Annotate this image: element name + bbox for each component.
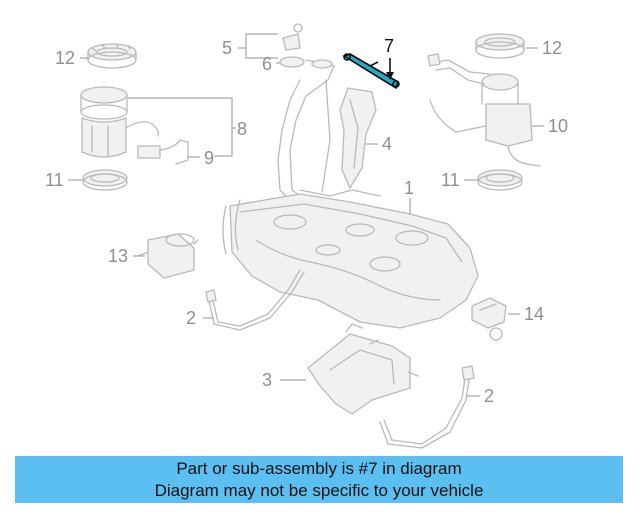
part-8-pump-module-left — [80, 86, 189, 165]
part-7-highlighted[interactable] — [342, 53, 400, 90]
callout-5[interactable]: 5 — [222, 38, 232, 58]
part-11-seal-right — [477, 169, 523, 191]
callout-2-right[interactable]: 2 — [484, 386, 494, 406]
part-1-fuel-tank — [222, 189, 479, 329]
callout-12-left[interactable]: 12 — [55, 48, 75, 68]
part-3-lower-shield — [307, 323, 419, 415]
part-12-lock-ring-right — [475, 33, 525, 59]
part-6-seal — [279, 56, 305, 68]
callout-12-right[interactable]: 12 — [542, 38, 562, 58]
callout-8[interactable]: 8 — [237, 119, 247, 139]
callout-14[interactable]: 14 — [524, 304, 544, 324]
part-10-pump-module-right — [427, 53, 541, 167]
callout-1[interactable]: 1 — [404, 178, 414, 198]
callout-7-arrow — [386, 72, 394, 80]
part-5-cap — [282, 23, 303, 51]
callout-10[interactable]: 10 — [548, 116, 568, 136]
part-4-heat-shield — [339, 87, 377, 189]
callout-6[interactable]: 6 — [262, 54, 272, 74]
callout-11-left[interactable]: 11 — [45, 170, 64, 190]
part-12-lock-ring-left — [87, 43, 137, 69]
callout-4[interactable]: 4 — [382, 134, 392, 154]
banner-line-2: Diagram may not be specific to your vehi… — [154, 481, 484, 500]
info-banner: Part or sub-assembly is #7 in diagram Di… — [15, 456, 623, 503]
callout-2-left[interactable]: 2 — [186, 308, 196, 328]
part-filler-neck — [277, 59, 335, 197]
part-14-sensor — [471, 297, 507, 341]
callout-7[interactable]: 7 — [384, 36, 394, 56]
callout-3[interactable]: 3 — [262, 370, 272, 390]
part-2-strap-left — [205, 269, 305, 331]
callout-9[interactable]: 9 — [204, 148, 214, 168]
callout-13[interactable]: 13 — [108, 246, 128, 266]
banner-line-1: Part or sub-assembly is #7 in diagram — [176, 459, 462, 478]
callout-11-right[interactable]: 11 — [441, 170, 460, 190]
part-13-fuel-filter — [137, 233, 199, 279]
part-11-seal-left — [82, 169, 128, 191]
